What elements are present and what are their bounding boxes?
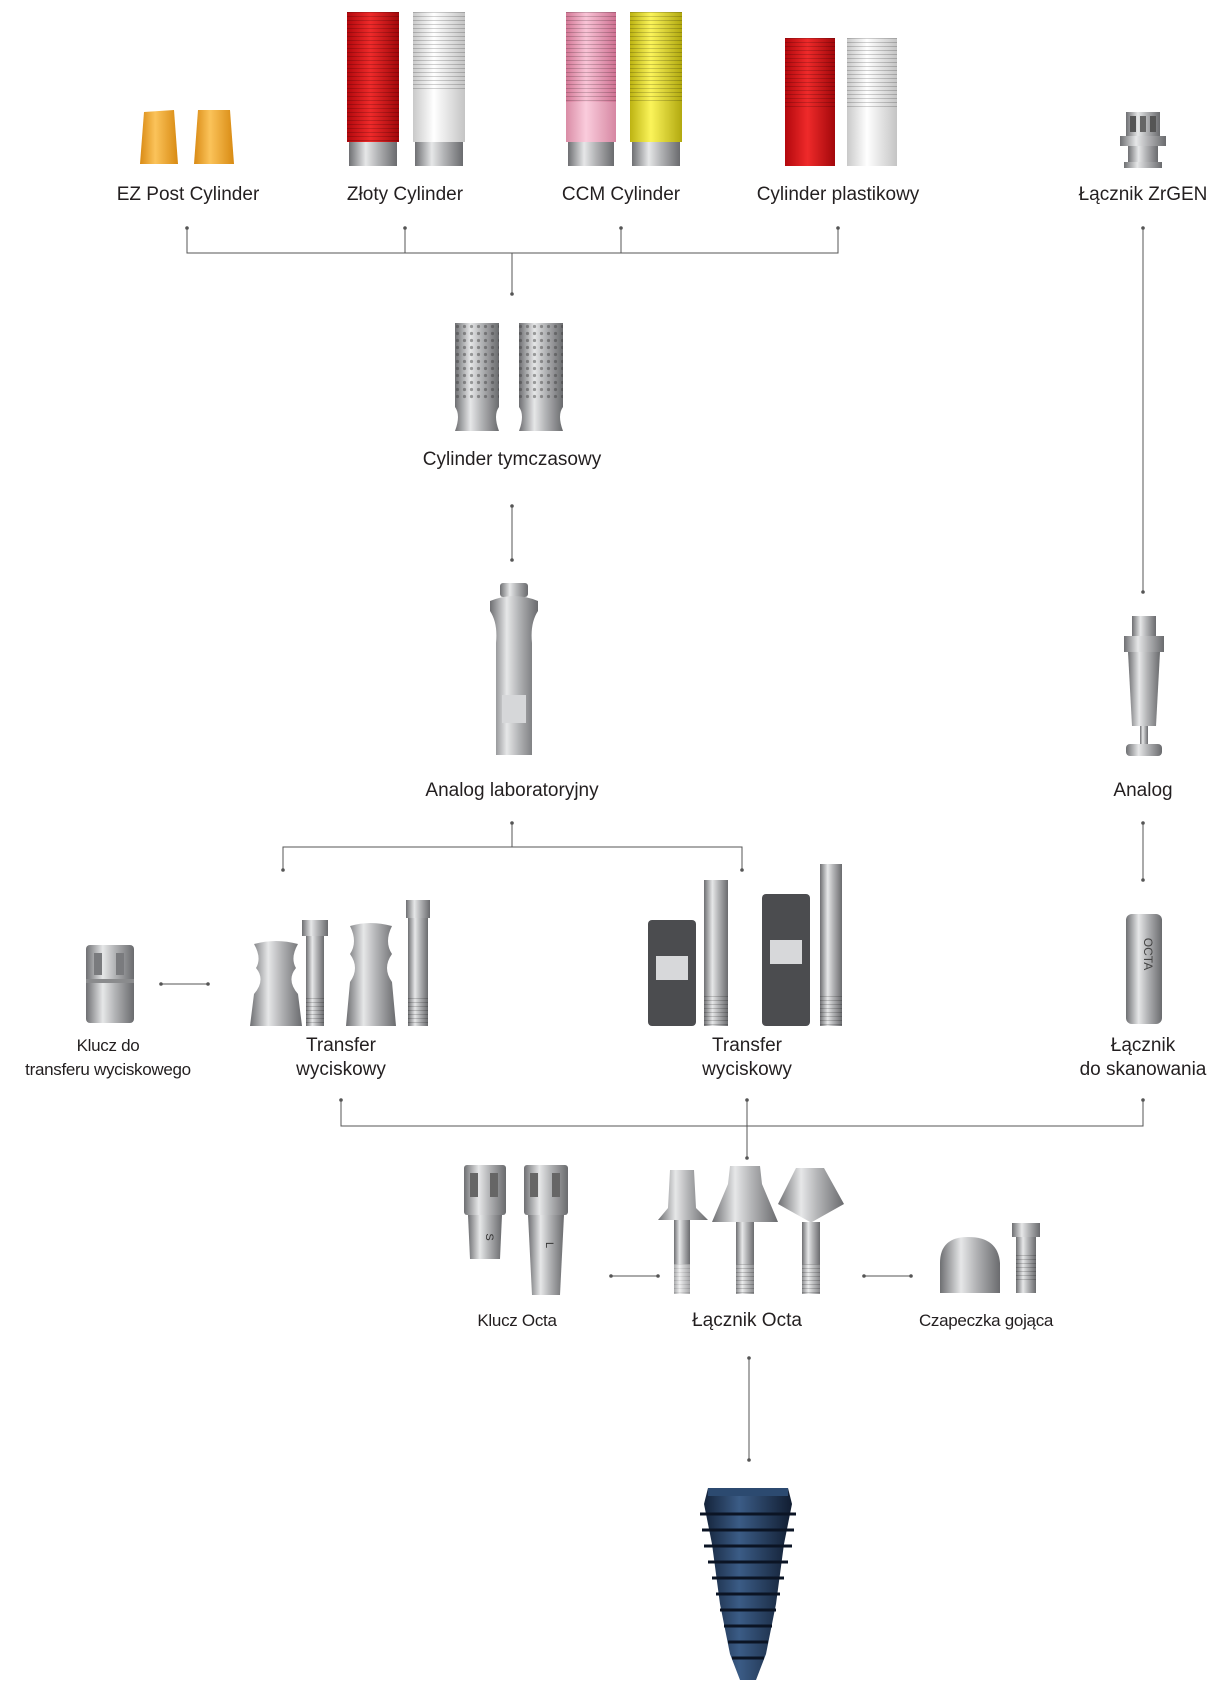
healing-cap-image bbox=[940, 1223, 1040, 1293]
transfer-bracket bbox=[340, 1100, 1144, 1127]
octa-key-s-mark: S bbox=[483, 1233, 495, 1240]
transfer-key-label-line1: Klucz do bbox=[76, 1036, 140, 1055]
healing-cap-label: Czapeczka gojąca bbox=[918, 1311, 1054, 1330]
impression-transfer-left-line2: wyciskowy bbox=[296, 1059, 386, 1080]
implant-image bbox=[700, 1488, 796, 1680]
impression-transfer-left-line1: Transfer bbox=[305, 1035, 377, 1056]
impression-transfer-right-line2: wyciskowy bbox=[702, 1059, 792, 1080]
temporary-cylinder-image bbox=[455, 323, 563, 431]
lab-analog-label: Analog laboratoryjny bbox=[425, 780, 599, 801]
ez-post-cylinder-image bbox=[140, 110, 234, 164]
octa-key-l-mark: L bbox=[543, 1242, 555, 1248]
zrgen-abutment-image bbox=[1120, 112, 1166, 168]
octa-key-label: Klucz Octa bbox=[477, 1311, 557, 1330]
ccm-cylinder-image bbox=[566, 12, 682, 166]
octa-key-image: S L bbox=[464, 1165, 568, 1295]
octa-abutment-label: Łącznik Octa bbox=[692, 1310, 802, 1331]
ccm-cylinder-label: CCM Cylinder bbox=[561, 184, 681, 205]
gold-cylinder-image bbox=[347, 12, 465, 166]
scan-abutment-label: Łącznik do skanowania bbox=[1080, 1034, 1207, 1082]
impression-transfer-right-image bbox=[648, 864, 842, 1026]
analog-label: Analog bbox=[1113, 780, 1173, 801]
transfer-key-image bbox=[86, 945, 134, 1023]
scan-abutment-octa-mark: OCTA bbox=[1141, 938, 1155, 970]
top-bracket bbox=[186, 228, 839, 254]
octa-abutment-image bbox=[658, 1166, 844, 1294]
transfer-key-label-line2: transferu wyciskowego bbox=[25, 1060, 191, 1079]
zrgen-abutment-label: Łącznik ZrGEN bbox=[1078, 184, 1208, 205]
plastic-cylinder-label: Cylinder plastikowy bbox=[756, 184, 920, 205]
temporary-cylinder-label: Cylinder tymczasowy bbox=[422, 449, 602, 470]
lab-analog-image bbox=[490, 583, 538, 755]
impression-transfer-right-line1: Transfer bbox=[711, 1035, 783, 1056]
impression-transfer-left-label: Transfer wyciskowy bbox=[296, 1034, 386, 1082]
scan-abutment-label-line2: do skanowania bbox=[1079, 1059, 1207, 1080]
impression-transfer-left-image bbox=[250, 900, 430, 1026]
ez-post-cylinder-label: EZ Post Cylinder bbox=[116, 184, 260, 205]
transfer-key-label: Klucz do transferu wyciskowego bbox=[25, 1034, 191, 1082]
impression-transfer-right-label: Transfer wyciskowy bbox=[702, 1034, 792, 1082]
gold-cylinder-label: Złoty Cylinder bbox=[346, 184, 464, 205]
analog-image bbox=[1124, 616, 1164, 756]
scan-abutment-image: OCTA bbox=[1126, 914, 1162, 1024]
plastic-cylinder-image bbox=[785, 38, 897, 166]
scan-abutment-label-line1: Łącznik bbox=[1110, 1035, 1176, 1056]
